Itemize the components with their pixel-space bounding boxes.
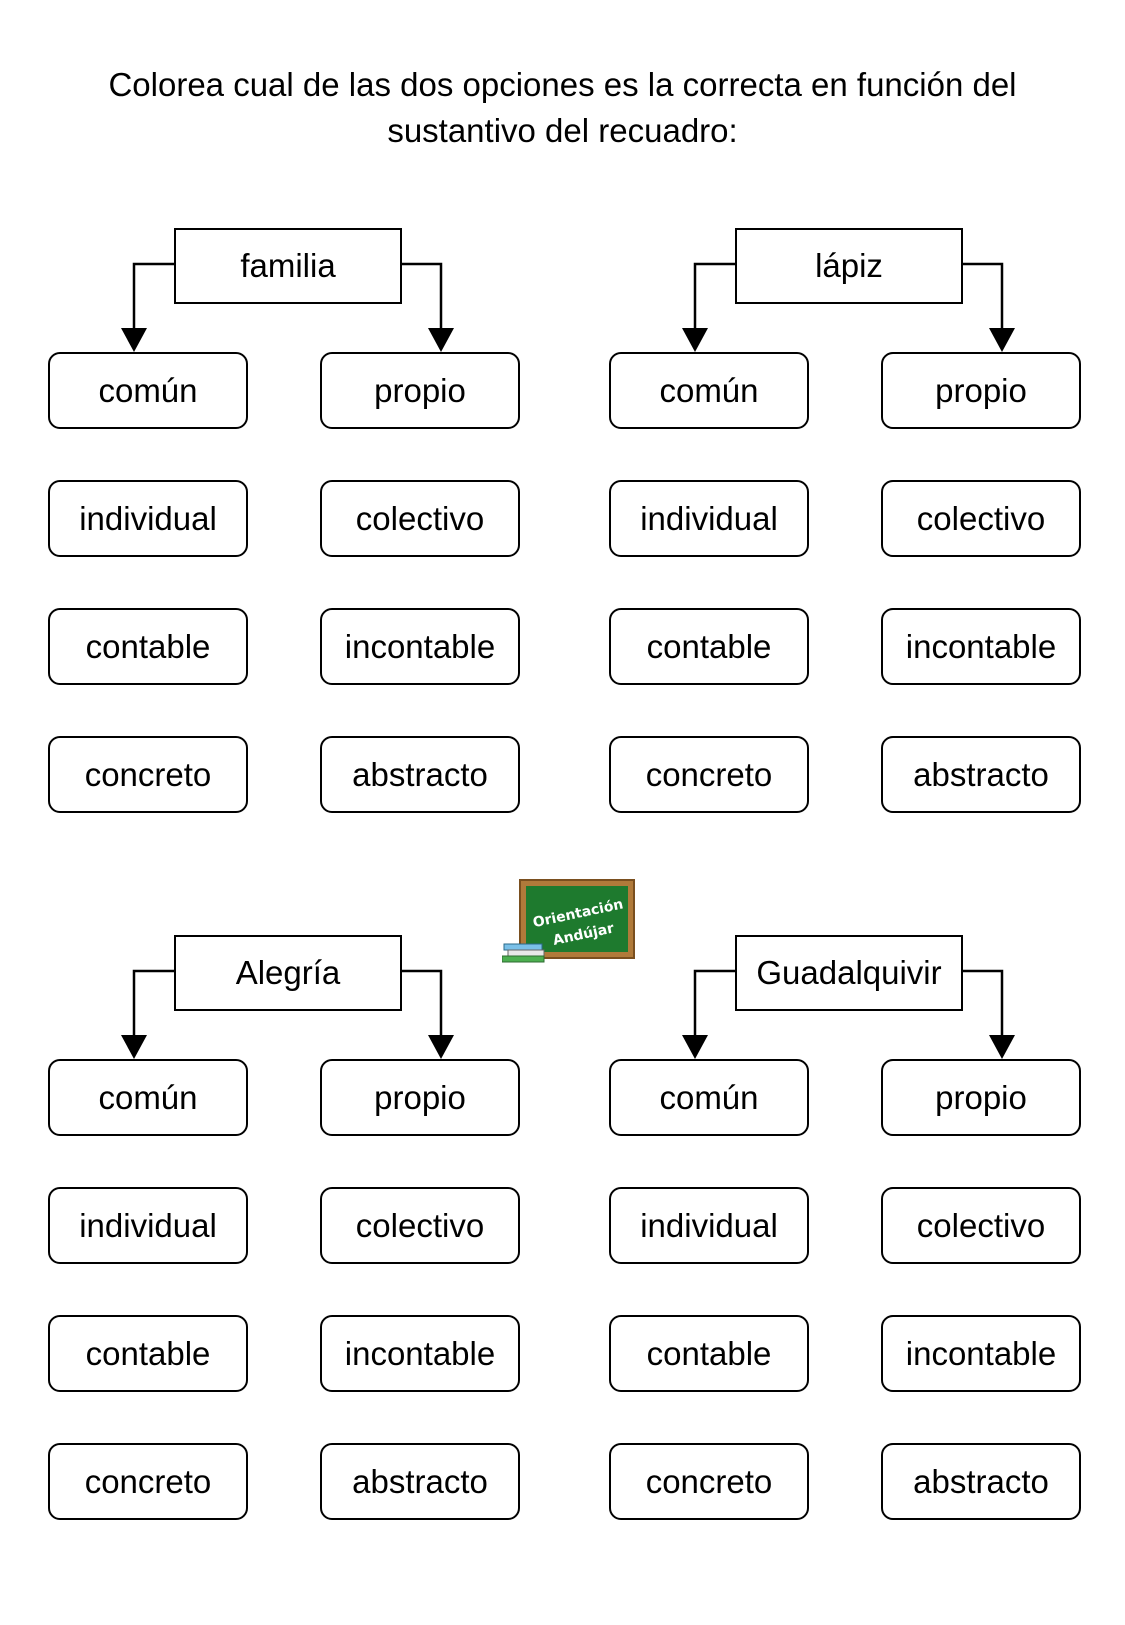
option-incontable[interactable]: incontable bbox=[320, 1315, 520, 1392]
noun-exercise-block: Guadalquivir común propio individual col… bbox=[609, 935, 1125, 1535]
option-incontable[interactable]: incontable bbox=[320, 608, 520, 685]
orientacion-andujar-logo: Orientación Andújar bbox=[501, 878, 638, 964]
option-concreto[interactable]: concreto bbox=[609, 736, 809, 813]
option-abstracto[interactable]: abstracto bbox=[320, 736, 520, 813]
option-contable[interactable]: contable bbox=[609, 1315, 809, 1392]
option-propio[interactable]: propio bbox=[881, 352, 1081, 429]
branch-arrows bbox=[121, 969, 454, 1059]
option-contable[interactable]: contable bbox=[609, 608, 809, 685]
option-propio[interactable]: propio bbox=[320, 352, 520, 429]
option-individual[interactable]: individual bbox=[609, 1187, 809, 1264]
option-colectivo[interactable]: colectivo bbox=[881, 1187, 1081, 1264]
option-abstracto[interactable]: abstracto bbox=[881, 1443, 1081, 1520]
option-concreto[interactable]: concreto bbox=[609, 1443, 809, 1520]
option-individual[interactable]: individual bbox=[48, 1187, 248, 1264]
option-colectivo[interactable]: colectivo bbox=[881, 480, 1081, 557]
option-incontable[interactable]: incontable bbox=[881, 1315, 1081, 1392]
noun-exercise-block: lápiz común propio individual colectivo … bbox=[609, 228, 1125, 828]
branch-arrows bbox=[121, 262, 454, 352]
option-contable[interactable]: contable bbox=[48, 608, 248, 685]
noun-exercise-block: Alegría común propio individual colectiv… bbox=[48, 935, 568, 1535]
option-concreto[interactable]: concreto bbox=[48, 1443, 248, 1520]
option-contable[interactable]: contable bbox=[48, 1315, 248, 1392]
option-propio[interactable]: propio bbox=[320, 1059, 520, 1136]
chalkboard-logo-icon: Orientación Andújar bbox=[501, 879, 635, 963]
option-incontable[interactable]: incontable bbox=[881, 608, 1081, 685]
option-colectivo[interactable]: colectivo bbox=[320, 1187, 520, 1264]
worksheet-title: Colorea cual de las dos opciones es la c… bbox=[60, 62, 1065, 154]
noun-exercise-block: familia común propio individual colectiv… bbox=[48, 228, 568, 828]
option-colectivo[interactable]: colectivo bbox=[320, 480, 520, 557]
option-individual[interactable]: individual bbox=[48, 480, 248, 557]
option-comun[interactable]: común bbox=[609, 352, 809, 429]
noun-box: familia bbox=[174, 228, 402, 304]
option-comun[interactable]: común bbox=[48, 352, 248, 429]
title-line-1: Colorea cual de las dos opciones es la c… bbox=[108, 66, 1017, 103]
branch-arrows bbox=[682, 262, 1015, 352]
noun-box: Alegría bbox=[174, 935, 402, 1011]
noun-box: Guadalquivir bbox=[735, 935, 963, 1011]
title-line-2: sustantivo del recuadro: bbox=[387, 112, 738, 149]
option-comun[interactable]: común bbox=[609, 1059, 809, 1136]
option-concreto[interactable]: concreto bbox=[48, 736, 248, 813]
option-abstracto[interactable]: abstracto bbox=[320, 1443, 520, 1520]
branch-arrows bbox=[682, 969, 1015, 1059]
option-propio[interactable]: propio bbox=[881, 1059, 1081, 1136]
option-comun[interactable]: común bbox=[48, 1059, 248, 1136]
noun-box: lápiz bbox=[735, 228, 963, 304]
option-abstracto[interactable]: abstracto bbox=[881, 736, 1081, 813]
option-individual[interactable]: individual bbox=[609, 480, 809, 557]
